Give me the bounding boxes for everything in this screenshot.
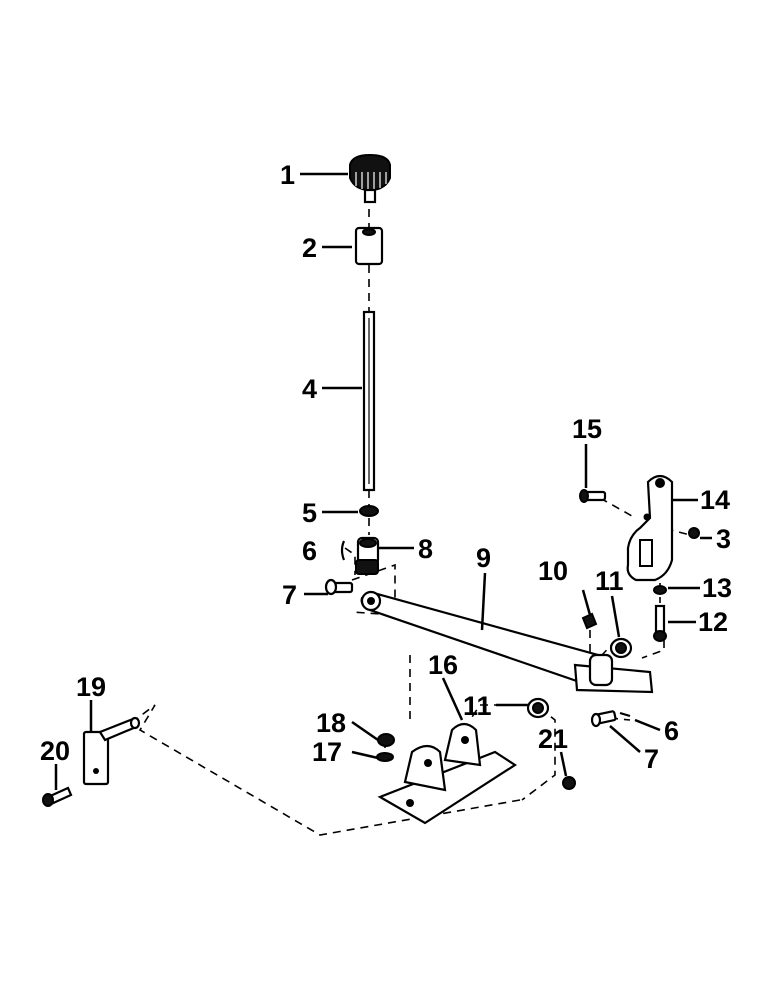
callout-7-left: 7: [282, 580, 297, 610]
clevis-part: [355, 536, 380, 575]
callout-10: 10: [538, 556, 568, 586]
plate-pin-part: [82, 716, 141, 786]
callout-1: 1: [280, 160, 295, 190]
callout-8: 8: [418, 534, 433, 564]
callout-13: 13: [702, 573, 732, 603]
bracket-part: [626, 474, 674, 582]
callout-17: 17: [312, 737, 342, 767]
callout-18: 18: [316, 708, 346, 738]
washer-part: [359, 505, 379, 517]
callout-6-left: 6: [302, 536, 317, 566]
link-bar-part: [360, 590, 654, 694]
callout-11-top: 11: [595, 566, 624, 596]
callout-5: 5: [302, 498, 317, 528]
pin-part-right: [590, 710, 631, 728]
nut-part: [581, 612, 598, 630]
callout-9: 9: [476, 543, 491, 573]
lock-washer-part: [376, 752, 394, 762]
bolt-part-vertical: [653, 604, 667, 642]
callout-3: 3: [716, 524, 731, 554]
callout-14: 14: [700, 485, 730, 515]
callout-12: 12: [698, 607, 728, 637]
callout-16: 16: [428, 650, 458, 680]
nut-part-right: [688, 527, 700, 539]
clevis-pin-part: [324, 578, 354, 596]
leader-lines: [54, 172, 712, 790]
callout-15: 15: [572, 414, 602, 444]
callout-labels: 1 2 4 5 6 8 7 9 10 11 15 14 3 13 12 6 7 …: [40, 160, 732, 774]
rod-part: [362, 310, 376, 492]
callout-2: 2: [302, 233, 317, 263]
nut-part-bottom: [562, 776, 576, 790]
base-mount-part: [377, 722, 518, 825]
bushing-part: [526, 637, 633, 719]
washer-part-right: [653, 585, 667, 595]
callout-20: 20: [40, 736, 70, 766]
hex-nut-part: [377, 733, 395, 747]
cotter-pin-part: [340, 540, 346, 561]
assembly-lines: [134, 195, 691, 836]
bolt-part: [579, 489, 607, 503]
callout-11-bottom: 11: [463, 691, 492, 721]
spacer-part: [354, 226, 384, 266]
callout-21: 21: [538, 724, 568, 754]
knob-part: [349, 153, 391, 204]
callout-7-right: 7: [644, 744, 659, 774]
callout-6-right: 6: [664, 716, 679, 746]
bolt-part-left: [42, 786, 73, 807]
callout-19: 19: [76, 672, 106, 702]
callout-4: 4: [302, 374, 317, 404]
